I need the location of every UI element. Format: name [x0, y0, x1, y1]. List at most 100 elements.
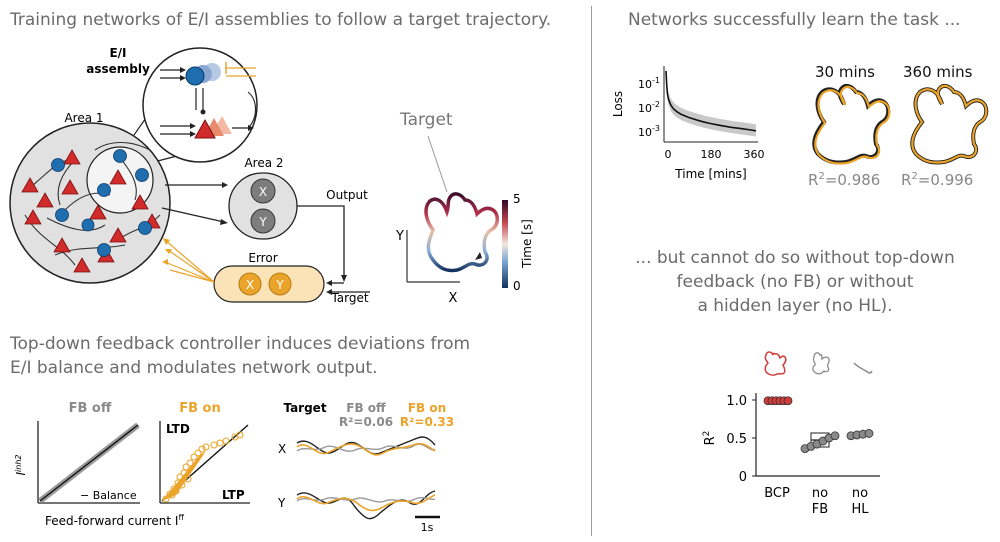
traces-y-label: Y — [277, 496, 286, 510]
nohl-trajectory-icon — [853, 362, 873, 374]
loss-chart: Loss 10-1 10-2 10-3 0 180 360 Time [mins… — [611, 64, 765, 181]
fit-turtles — [812, 83, 989, 165]
target-input-label: Target — [330, 291, 368, 305]
loss-xtick-1: 180 — [701, 148, 722, 161]
r2-xtick-nohl-2: HL — [851, 502, 869, 517]
error-y: Y — [275, 278, 284, 292]
area1-label: Area 1 — [64, 111, 103, 125]
heading-cannot-1: ... but cannot do so without top-down — [635, 248, 955, 268]
heading-feedback-2: E/I balance and modulates network output… — [10, 358, 378, 378]
loss-line — [665, 70, 757, 132]
fit-30-label: 30 mins — [815, 63, 875, 81]
area2-x: X — [259, 185, 267, 199]
heading-cannot-2: feedback (no FB) or without — [676, 272, 914, 292]
error-y-node — [268, 272, 292, 296]
traces-fb-on-label: FB on — [408, 401, 446, 415]
balance-scatter: FB off FB on − Balance Iinh2 LTD LTP Fee… — [14, 401, 250, 528]
traces-fb-off-label: FB off — [346, 401, 386, 415]
r2-point-bcp — [783, 396, 793, 406]
ei-assembly-label-2: assembly — [86, 62, 150, 76]
colorbar-label: Time [s] — [520, 219, 534, 269]
area2-y: Y — [258, 215, 267, 229]
excitatory-neurons — [21, 149, 161, 273]
r2-point-no-fb — [830, 431, 840, 441]
scatter-left-balance-line — [39, 424, 139, 502]
colorbar — [502, 200, 508, 288]
r2-xtick-nofb-2: FB — [812, 502, 828, 517]
r2-xtick-bcp: BCP — [764, 486, 790, 501]
traces-r2-on: R²=0.33 — [400, 415, 454, 429]
panel-divider — [591, 6, 592, 536]
trace-y-fb-off — [296, 496, 436, 503]
fit-turtle-360 — [910, 83, 989, 165]
traces-x-label: X — [278, 442, 286, 456]
fit-360-label: 360 mins — [903, 63, 973, 81]
network-schematic: E/I assembly Area 1 — [9, 46, 370, 305]
inhibitory-neurons — [51, 149, 152, 257]
target-x-label: X — [449, 291, 458, 306]
r2-point-no-hl — [864, 429, 874, 438]
loss-xlabel: Time [mins] — [674, 167, 746, 181]
r2-ylabel: R2 — [702, 431, 718, 446]
trace-x-fb-on — [296, 442, 436, 456]
target-turtle — [424, 192, 499, 273]
trace-y-target — [296, 490, 436, 520]
output-traces: Target FB off FB on R²=0.06 R²=0.33 X Y … — [277, 401, 454, 534]
feedback-fan — [164, 239, 215, 283]
colorbar-min: 0 — [513, 279, 521, 293]
heading-training: Training networks of E/I assemblies to f… — [10, 10, 552, 30]
loss-ytick-1: 10-1 — [638, 76, 660, 91]
scatter-ylabel: Iinh2 — [14, 455, 28, 476]
scatter-fb-on-title: FB on — [179, 401, 221, 416]
loss-ytick-2: 10-2 — [638, 100, 660, 115]
ltp-label: LTP — [222, 488, 245, 502]
output-label: Output — [326, 188, 368, 202]
target-title: Target — [400, 110, 453, 130]
r2-xtick-nohl-1: no — [852, 486, 868, 501]
output-path — [297, 205, 345, 278]
heading-cannot-3: a hidden layer (no HL). — [697, 296, 893, 316]
traces-scale-label: 1s — [421, 521, 434, 534]
target-y-label: Y — [395, 229, 404, 244]
exc-stack-1 — [194, 118, 216, 139]
scatter-fb-off-title: FB off — [69, 401, 112, 416]
ei-assembly-label-1: E/I — [109, 46, 126, 60]
r2-xtick-nofb-1: no — [812, 486, 828, 501]
colorbar-max: 5 — [513, 192, 521, 206]
fit-30-r2: R2=0.986 — [808, 171, 881, 189]
error-label: Error — [248, 251, 277, 265]
loss-ylabel: Loss — [611, 91, 625, 117]
target-trajectory: Y X 5 0 Time [s] — [395, 135, 534, 306]
nofb-turtle-icon — [812, 352, 830, 375]
error-x-node — [238, 272, 262, 296]
loss-xtick-2: 360 — [744, 148, 765, 161]
inh-stack-1 — [185, 66, 205, 86]
r2-ytick-0: 0 — [739, 470, 747, 485]
area2-y-node — [250, 208, 276, 234]
loss-ytick-3: 10-3 — [638, 124, 660, 139]
traces-target-label: Target — [283, 401, 326, 415]
loss-plot-area — [663, 66, 758, 143]
traces-r2-off: R²=0.06 — [339, 415, 393, 429]
target-pointer — [427, 135, 448, 193]
fit-turtle-30 — [812, 83, 891, 165]
scatter-right-dense — [162, 451, 206, 501]
assembly-zoom-circle — [142, 47, 258, 163]
balance-label: − Balance — [80, 489, 137, 502]
loss-xtick-0: 0 — [665, 148, 672, 161]
error-x: X — [246, 278, 254, 292]
r2-ytick-10: 1.0 — [726, 394, 747, 409]
bcp-turtle-icon — [764, 351, 787, 376]
ltd-label: LTD — [166, 422, 190, 436]
scatter-xlabel: Feed-forward current Iff — [45, 513, 184, 528]
r2-chart: 1.0 0.5 0 R2 BCP no FB no HL — [702, 351, 880, 517]
area1-circle — [9, 122, 171, 284]
area2-label: Area 2 — [244, 156, 283, 170]
fit-360-r2: R2=0.996 — [901, 171, 974, 189]
loss-band — [666, 64, 756, 137]
r2-ytick-05: 0.5 — [726, 432, 747, 447]
area2-x-node — [250, 178, 276, 204]
heading-learn: Networks successfully learn the task ... — [628, 10, 961, 30]
heading-feedback-1: Top-down feedback controller induces dev… — [10, 334, 471, 354]
trace-y-fb-on — [296, 494, 436, 512]
